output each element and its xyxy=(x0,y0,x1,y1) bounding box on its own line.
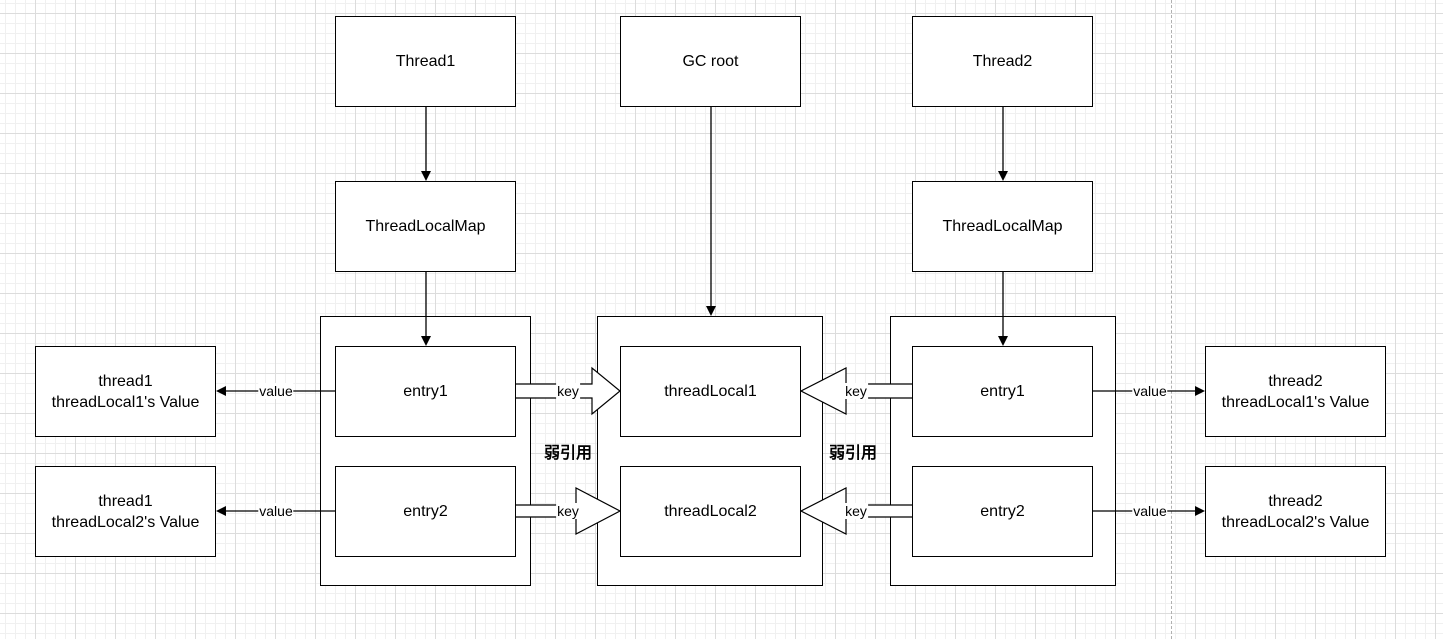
arrowhead-map2-entry1 xyxy=(998,336,1008,346)
thread2-entry2-node[interactable]: entry2 xyxy=(912,466,1093,557)
gc-root-node[interactable]: GC root xyxy=(620,16,801,107)
arrowhead-t1-value1 xyxy=(216,386,226,396)
thread2-node[interactable]: Thread2 xyxy=(912,16,1093,107)
thread1-entry1-node[interactable]: entry1 xyxy=(335,346,516,437)
thread2-entry1-node[interactable]: entry1 xyxy=(912,346,1093,437)
arrowhead-t2-value1 xyxy=(1195,386,1205,396)
thread2-threadlocalmap-label: ThreadLocalMap xyxy=(942,218,1063,235)
thread1-threadlocalmap-node[interactable]: ThreadLocalMap xyxy=(335,181,516,272)
gc-root-label: GC root xyxy=(682,53,739,70)
threadlocal2-label: threadLocal2 xyxy=(664,503,757,520)
thread2-entry2-label: entry2 xyxy=(980,503,1025,520)
arrowhead-t1-value2 xyxy=(216,506,226,516)
thread1-threadlocalmap-label: ThreadLocalMap xyxy=(365,218,486,235)
arrowhead-thread2-map xyxy=(998,171,1008,181)
thread1-threadlocal2-value-node[interactable]: thread1 threadLocal2's Value xyxy=(35,466,216,557)
thread2-threadlocal2-value-node[interactable]: thread2 threadLocal2's Value xyxy=(1205,466,1386,557)
thread1-entry2-node[interactable]: entry2 xyxy=(335,466,516,557)
arrowhead-map1-entry1 xyxy=(421,336,431,346)
arrowhead-t2-value2 xyxy=(1195,506,1205,516)
threadlocal2-node[interactable]: threadLocal2 xyxy=(620,466,801,557)
edge-label-value-t2-1: value xyxy=(1132,383,1168,399)
thread1-threadlocal1-value-label: thread1 threadLocal1's Value xyxy=(51,372,200,411)
arrowhead-gcroot-threadlocal1 xyxy=(706,306,716,316)
page-divider xyxy=(1171,0,1172,639)
weak-reference-note-left: 弱引用 xyxy=(543,445,593,462)
thread2-threadlocal2-value-label: thread2 threadLocal2's Value xyxy=(1221,492,1370,531)
edge-label-key-t2-2: key xyxy=(844,503,868,519)
thread2-threadlocal1-value-label: thread2 threadLocal1's Value xyxy=(1221,372,1370,411)
thread2-label: Thread2 xyxy=(972,53,1033,70)
thread2-threadlocal1-value-node[interactable]: thread2 threadLocal1's Value xyxy=(1205,346,1386,437)
edge-label-key-t1-1: key xyxy=(556,383,580,399)
edge-label-value-t2-2: value xyxy=(1132,503,1168,519)
thread1-label: Thread1 xyxy=(395,53,456,70)
thread1-threadlocal1-value-node[interactable]: thread1 threadLocal1's Value xyxy=(35,346,216,437)
arrowhead-thread1-map xyxy=(421,171,431,181)
edge-label-value-t1-1: value xyxy=(258,383,294,399)
thread2-entry1-label: entry1 xyxy=(980,383,1025,400)
edge-label-key-t2-1: key xyxy=(844,383,868,399)
threadlocal1-node[interactable]: threadLocal1 xyxy=(620,346,801,437)
thread2-threadlocalmap-node[interactable]: ThreadLocalMap xyxy=(912,181,1093,272)
weak-reference-note-right: 弱引用 xyxy=(828,445,878,462)
edge-label-value-t1-2: value xyxy=(258,503,294,519)
edge-label-key-t1-2: key xyxy=(556,503,580,519)
threadlocal1-label: threadLocal1 xyxy=(664,383,757,400)
thread1-threadlocal2-value-label: thread1 threadLocal2's Value xyxy=(51,492,200,531)
thread1-node[interactable]: Thread1 xyxy=(335,16,516,107)
thread1-entry2-label: entry2 xyxy=(403,503,448,520)
thread1-entry1-label: entry1 xyxy=(403,383,448,400)
